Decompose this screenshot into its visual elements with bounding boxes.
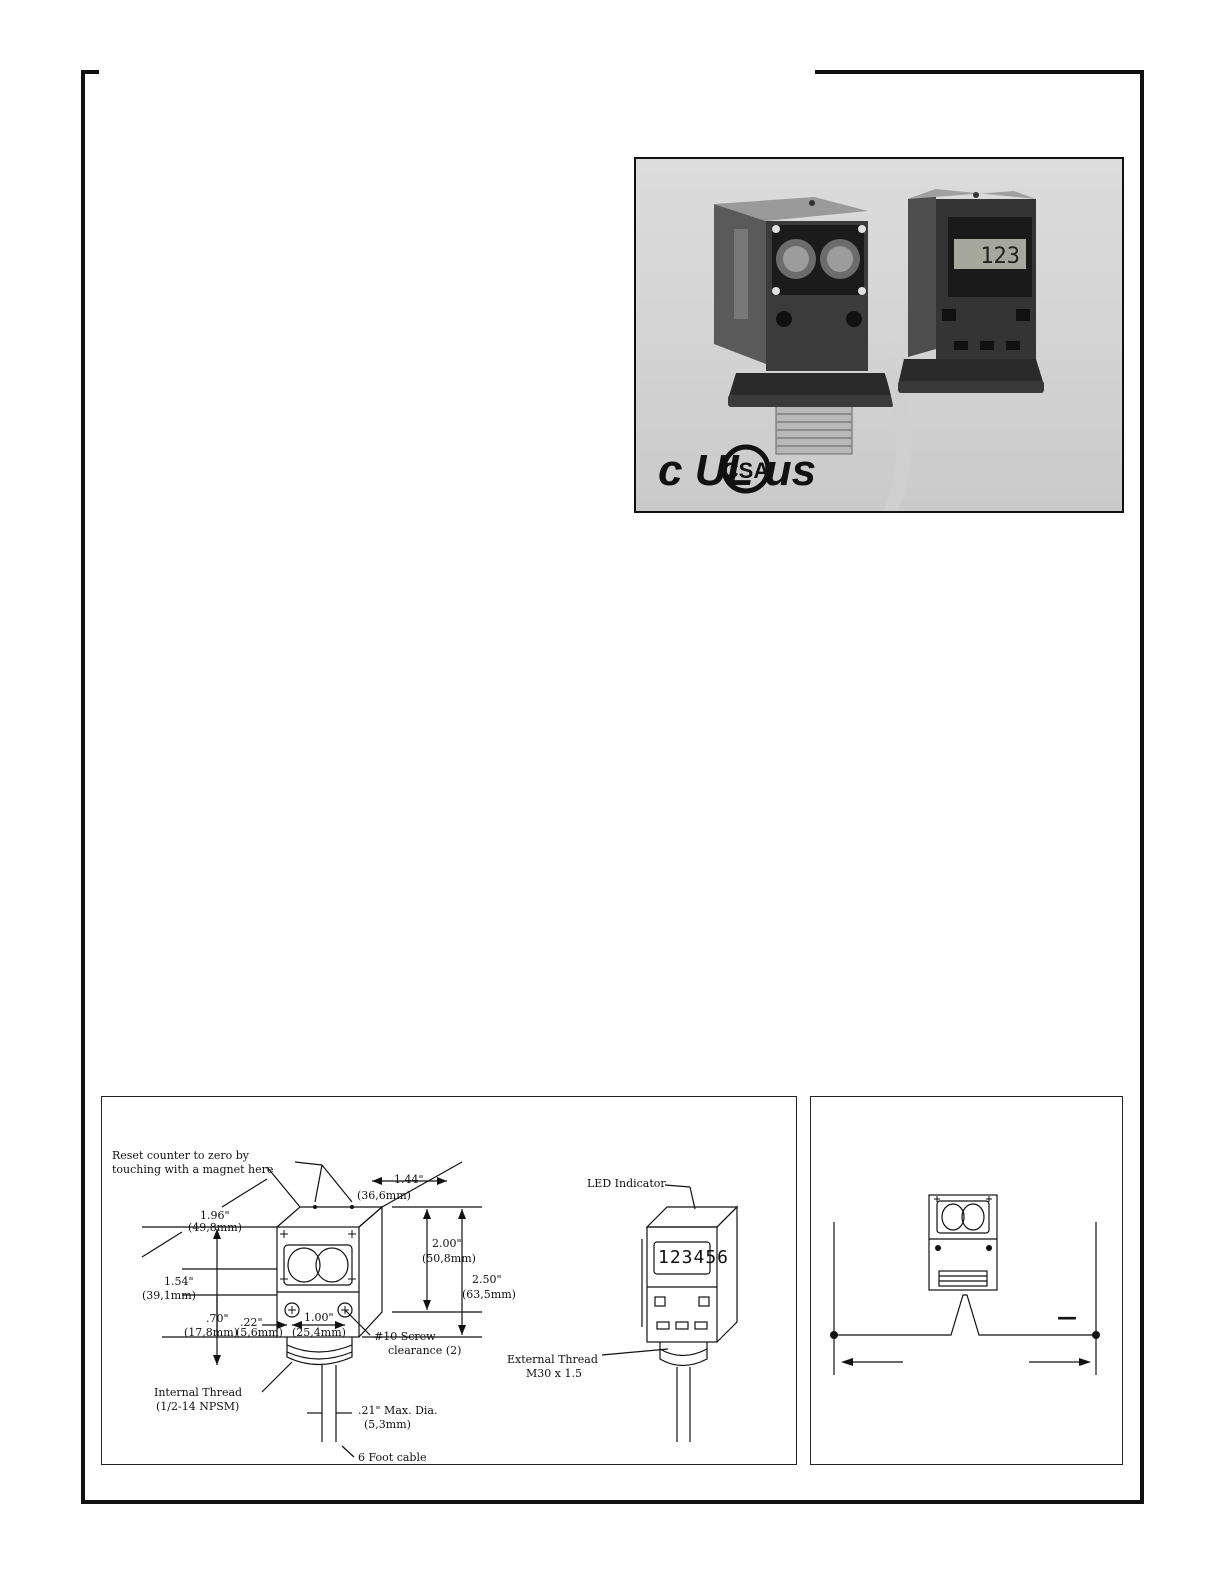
- sensing-diagram-box: —: [810, 1096, 1123, 1465]
- led-indicator-label: LED Indicator: [587, 1177, 666, 1190]
- frame-top-right-rule: [815, 70, 1144, 74]
- dim-0-22-in: .22": [240, 1316, 263, 1329]
- dim-1-54-in: 1.54": [164, 1275, 194, 1288]
- product-photo-illustration: 123 c UL us CSA: [658, 189, 1044, 511]
- frame-left-rule: [81, 70, 85, 1504]
- csa-mark: CSA: [723, 458, 770, 483]
- screw-clearance-line2: clearance (2): [388, 1344, 462, 1357]
- product-photo: 123 c UL us CSA: [634, 157, 1124, 513]
- dim-1-00-in: 1.00": [304, 1311, 334, 1324]
- reset-note-line1: Reset counter to zero by: [112, 1149, 249, 1162]
- dim-2-00-mm: (50,8mm): [422, 1252, 476, 1265]
- dim-1-54-mm: (39,1mm): [142, 1289, 196, 1302]
- counter-display-digits: 123456: [658, 1247, 730, 1268]
- frame-bottom-rule: [81, 1500, 1144, 1504]
- internal-thread-line2: (1/2-14 NPSM): [156, 1400, 240, 1413]
- external-thread-line1: External Thread: [507, 1353, 598, 1366]
- cable-length: 6 Foot cable: [358, 1451, 427, 1464]
- right-sensor-display-text: 123: [980, 244, 1020, 269]
- frame-top-left-rule: [81, 70, 99, 74]
- cable-diameter-mm: (5,3mm): [364, 1418, 411, 1431]
- cable-diameter-in: .21" Max. Dia.: [358, 1404, 438, 1417]
- dim-2-50-mm: (63,5mm): [462, 1288, 516, 1301]
- dimension-drawing-lines: [141, 1161, 739, 1458]
- negative-terminal-sign: —: [1057, 1305, 1077, 1329]
- external-thread-line2: M30 x 1.5: [526, 1367, 582, 1380]
- dim-2-50-in: 2.50": [472, 1273, 502, 1286]
- right-sensor: 123: [883, 189, 1044, 511]
- certification-marks: c UL us CSA: [658, 444, 816, 495]
- dim-0-22-mm: (5,6mm): [236, 1326, 283, 1339]
- dim-1-44-mm: (36,6mm): [357, 1189, 411, 1202]
- dim-1-96-in: 1.96": [200, 1209, 230, 1222]
- frame-right-rule: [1140, 70, 1144, 1504]
- dim-1-00-mm: (25,4mm): [292, 1326, 346, 1339]
- dim-0-70-in: .70": [206, 1312, 229, 1325]
- dimension-drawing-box: Reset counter to zero by touching with a…: [101, 1096, 797, 1465]
- left-sensor: [714, 197, 894, 455]
- dim-1-44-in: 1.44": [394, 1173, 424, 1186]
- screw-clearance-line1: #10 Screw: [374, 1330, 436, 1343]
- dim-0-70-mm: (17,8mm): [184, 1326, 238, 1339]
- dim-1-96-mm: (49,8mm): [188, 1221, 242, 1234]
- internal-thread-line1: Internal Thread: [154, 1386, 243, 1399]
- sensing-diagram-lines: [830, 1194, 1100, 1375]
- reset-note-line2: touching with a magnet here: [112, 1163, 274, 1176]
- dim-2-00-in: 2.00": [432, 1237, 462, 1250]
